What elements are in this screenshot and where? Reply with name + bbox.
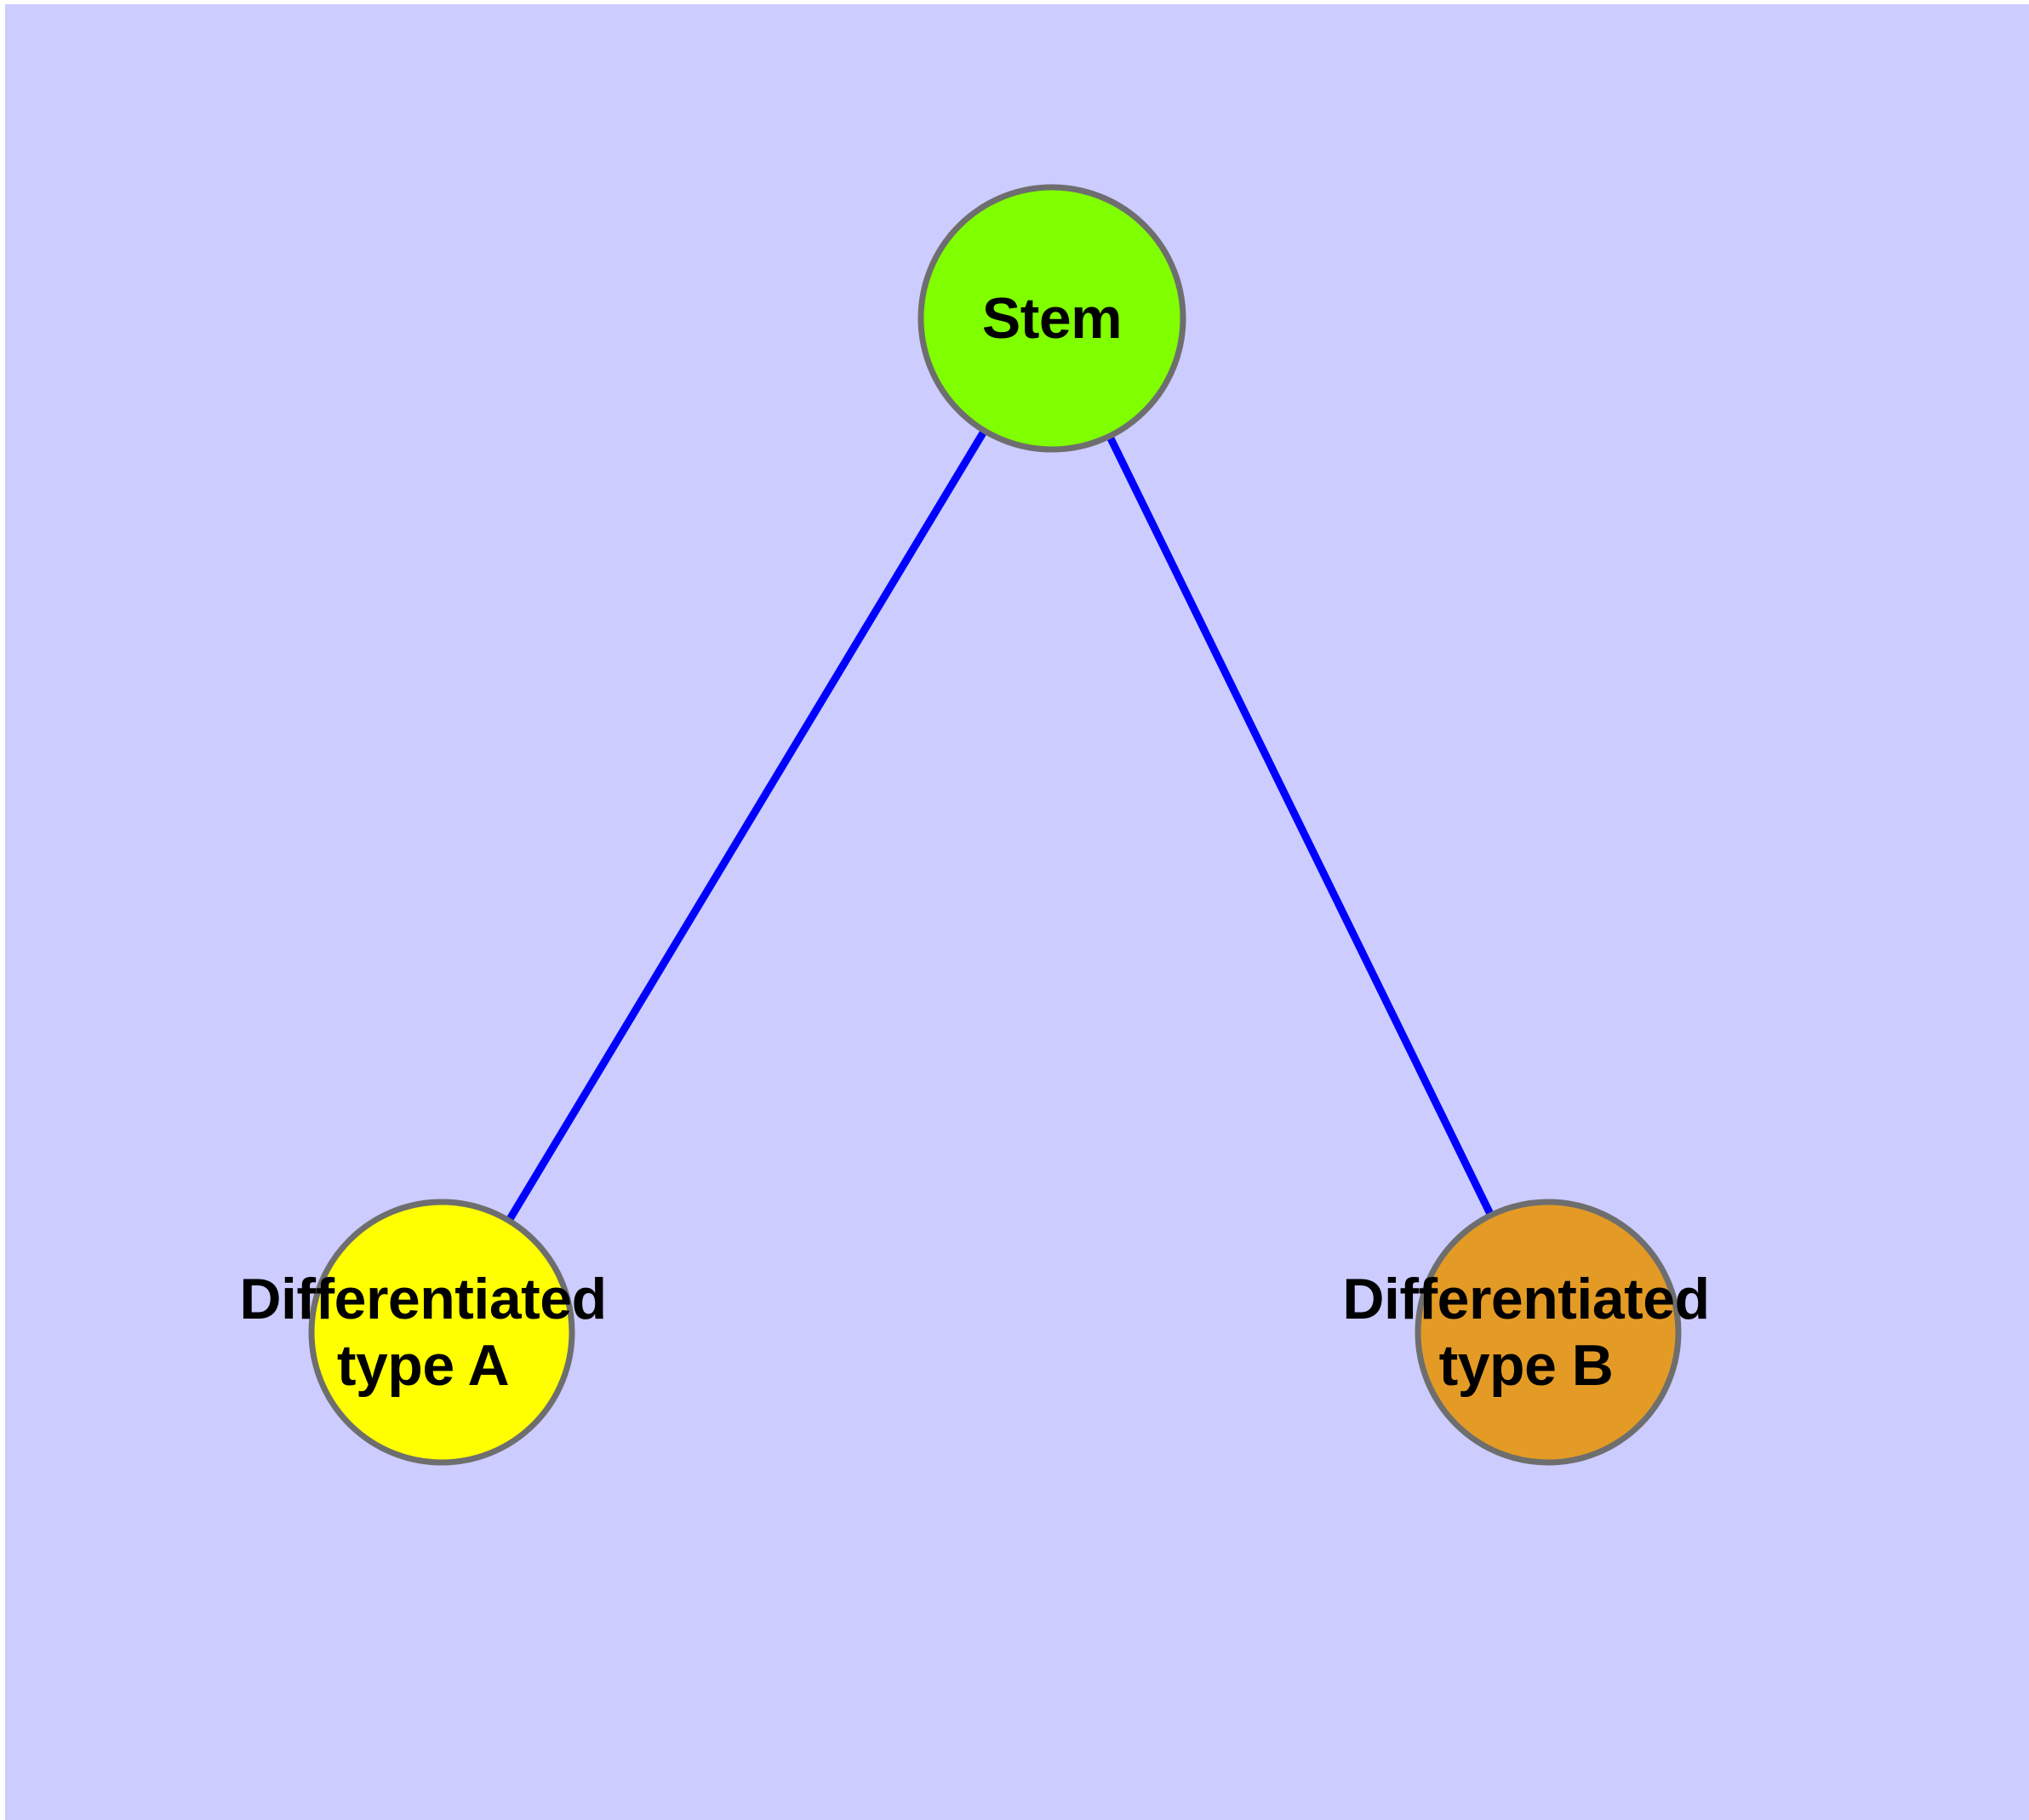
graph-node-diff-b[interactable]	[1415, 1199, 1682, 1466]
graph-edge-stem-to-a[interactable]	[438, 316, 1055, 1335]
graph-node-stem[interactable]	[917, 184, 1186, 453]
graph-node-diff-a[interactable]	[308, 1199, 575, 1466]
nodes-layer	[308, 184, 1682, 1466]
graph-edge-stem-to-b[interactable]	[1048, 317, 1552, 1334]
edges-layer	[438, 316, 1552, 1335]
